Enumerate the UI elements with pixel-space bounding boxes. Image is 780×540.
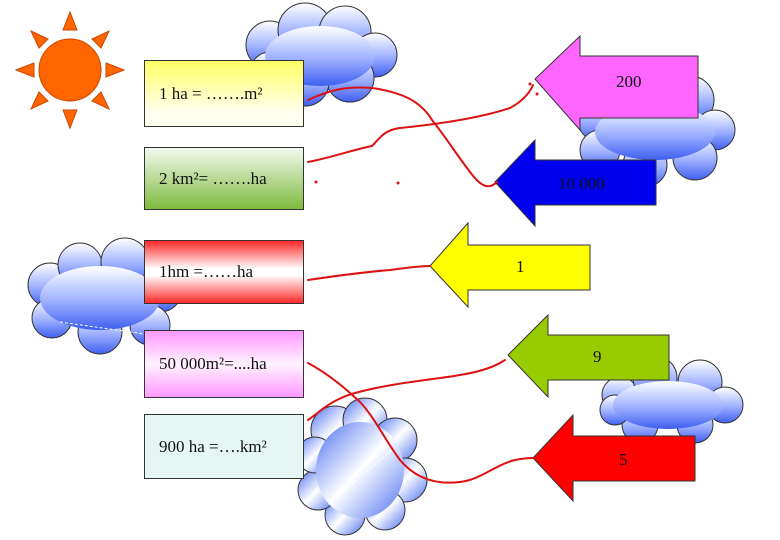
- cloud-left: [27, 237, 183, 355]
- equation-text-1: 1 ha = …….m²: [159, 83, 263, 103]
- equation-text-3: 1hm =……ha: [159, 262, 254, 281]
- arrow-200[interactable]: [534, 34, 699, 132]
- equation-text-5: 900 ha =….km²: [159, 436, 267, 456]
- arrow-9[interactable]: [507, 313, 670, 399]
- line-50000-to-5: [307, 362, 534, 484]
- line-900ha-to-9: [307, 359, 506, 421]
- arrow-5[interactable]: [532, 413, 696, 503]
- answer-label-200: 200: [616, 72, 642, 91]
- equation-box-3: 1hm =……ha: [144, 240, 304, 304]
- equation-text-4: 50 000m²=....ha: [159, 354, 267, 373]
- equation-box-1: 1 ha = …….m²: [144, 60, 304, 127]
- arrow-10000[interactable]: [494, 138, 657, 228]
- answer-label-1: 1: [516, 257, 525, 276]
- cloud-bottom: [296, 397, 428, 536]
- line-1hm-to-1: [307, 265, 431, 281]
- answer-label-9: 9: [593, 347, 602, 366]
- arrow-1[interactable]: [429, 221, 591, 309]
- answer-label-5: 5: [619, 450, 628, 469]
- sun-icon: [14, 10, 126, 130]
- line-2km-to-200: [307, 84, 534, 163]
- equation-box-5: 900 ha =….km²: [144, 414, 304, 479]
- line-1ha-to-10000: [307, 86, 498, 188]
- red-dots: [314, 82, 539, 185]
- equation-box-2: 2 km²= …….ha: [144, 147, 304, 210]
- cloud-top: [245, 2, 398, 107]
- answer-label-10000: 10 000: [558, 174, 605, 193]
- red-connector-lines: [307, 84, 534, 484]
- equation-box-4: 50 000m²=....ha: [144, 330, 304, 398]
- equation-text-2: 2 km²= …….ha: [159, 168, 267, 188]
